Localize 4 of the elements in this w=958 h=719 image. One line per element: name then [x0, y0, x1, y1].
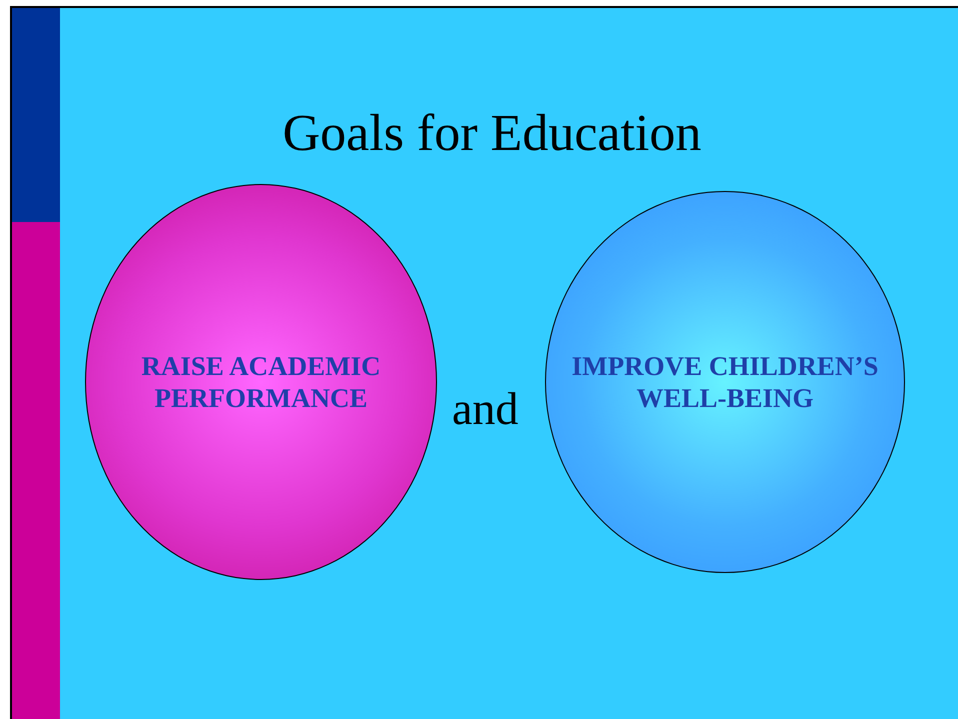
goal-text: IMPROVE CHILDREN’S WELL-BEING — [570, 350, 880, 414]
goal-text: RAISE ACADEMIC PERFORMANCE — [140, 350, 382, 414]
connector-word: and — [452, 383, 518, 435]
slide-title: Goals for Education — [282, 104, 702, 164]
